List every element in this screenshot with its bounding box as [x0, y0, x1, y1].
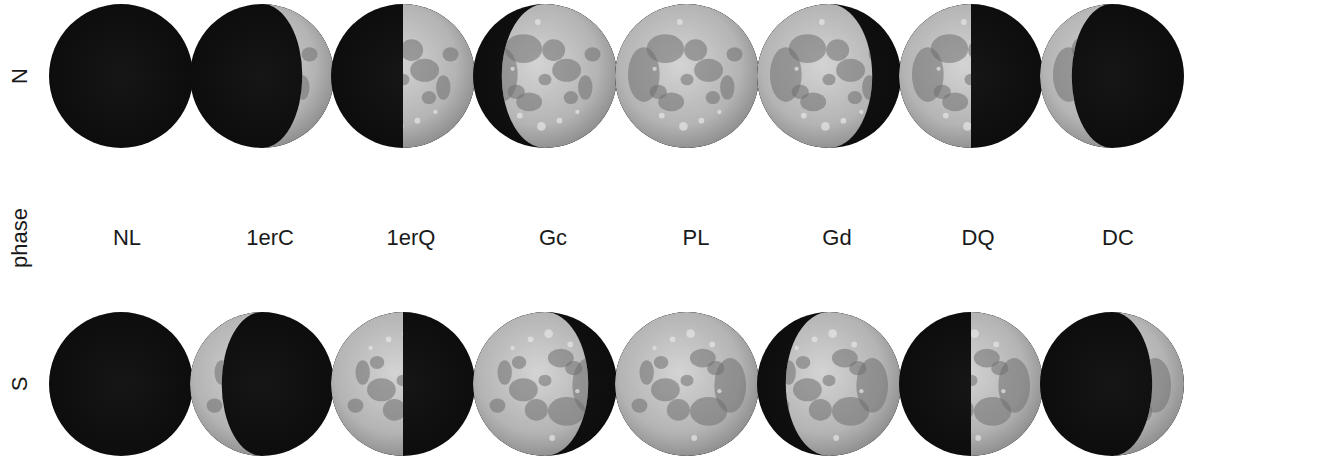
moon-shadow: [331, 312, 475, 456]
moon-lit-part: [1040, 312, 1184, 456]
moon-shadow: [899, 312, 1043, 456]
moon-shadow: [49, 312, 193, 456]
phase-label: DC: [1102, 227, 1134, 249]
row-label: phase: [9, 208, 31, 268]
moon-lit-part: [615, 312, 759, 456]
moon-shadow: [757, 4, 901, 148]
moon-phase-image: [615, 4, 759, 148]
moon-phase-image: [190, 312, 334, 456]
moon-phase-image: [49, 4, 193, 148]
moon-phase-image: [331, 312, 475, 456]
moon-phase-image: [1040, 312, 1184, 456]
moon-lit-part: [615, 4, 759, 148]
moon-lit-part: [757, 4, 901, 148]
moon-shadow: [1040, 312, 1184, 456]
row-label: N: [9, 68, 31, 84]
moon-phase-image: [49, 312, 193, 456]
moon-phase-image: [899, 4, 1043, 148]
moon-phase-image: [473, 312, 617, 456]
moon-shadow: [615, 4, 759, 148]
moon-phase-image: [331, 4, 475, 148]
moon-lit-part: [331, 312, 475, 456]
phase-label: 1erQ: [387, 227, 436, 249]
moon-lit-part: [190, 312, 334, 456]
moon-phase-image: [473, 4, 617, 148]
moon-shadow: [49, 4, 193, 148]
moon-lit-part: [473, 4, 617, 148]
moon-lit-part: [757, 312, 901, 456]
moon-phase-image: [757, 4, 901, 148]
moon-phase-image: [615, 312, 759, 456]
moon-shadow: [1040, 4, 1184, 148]
moon-shadow: [757, 312, 901, 456]
moon-shadow: [473, 4, 617, 148]
row-label: S: [9, 377, 31, 392]
moon-lit-part: [473, 312, 617, 456]
moon-shadow: [190, 312, 334, 456]
phase-label: DQ: [962, 227, 995, 249]
moon-shadow: [331, 4, 475, 148]
phase-label: NL: [113, 227, 141, 249]
moon-phase-image: [899, 312, 1043, 456]
moon-phase-image: [757, 312, 901, 456]
moon-phase-image: [190, 4, 334, 148]
moon-shadow: [899, 4, 1043, 148]
phase-label: Gd: [822, 227, 851, 249]
moon-lit-part: [899, 312, 1043, 456]
moon-shadow: [473, 312, 617, 456]
moon-lit-part: [331, 4, 475, 148]
moon-phase-image: [1040, 4, 1184, 148]
moon-lit-part: [899, 4, 1043, 148]
phase-label: 1erC: [246, 227, 294, 249]
phase-label: PL: [683, 227, 710, 249]
phase-label: Gc: [539, 227, 567, 249]
moon-lit-part: [1040, 4, 1184, 148]
moon-shadow: [190, 4, 334, 148]
moon-shadow: [615, 312, 759, 456]
moon-lit-part: [190, 4, 334, 148]
